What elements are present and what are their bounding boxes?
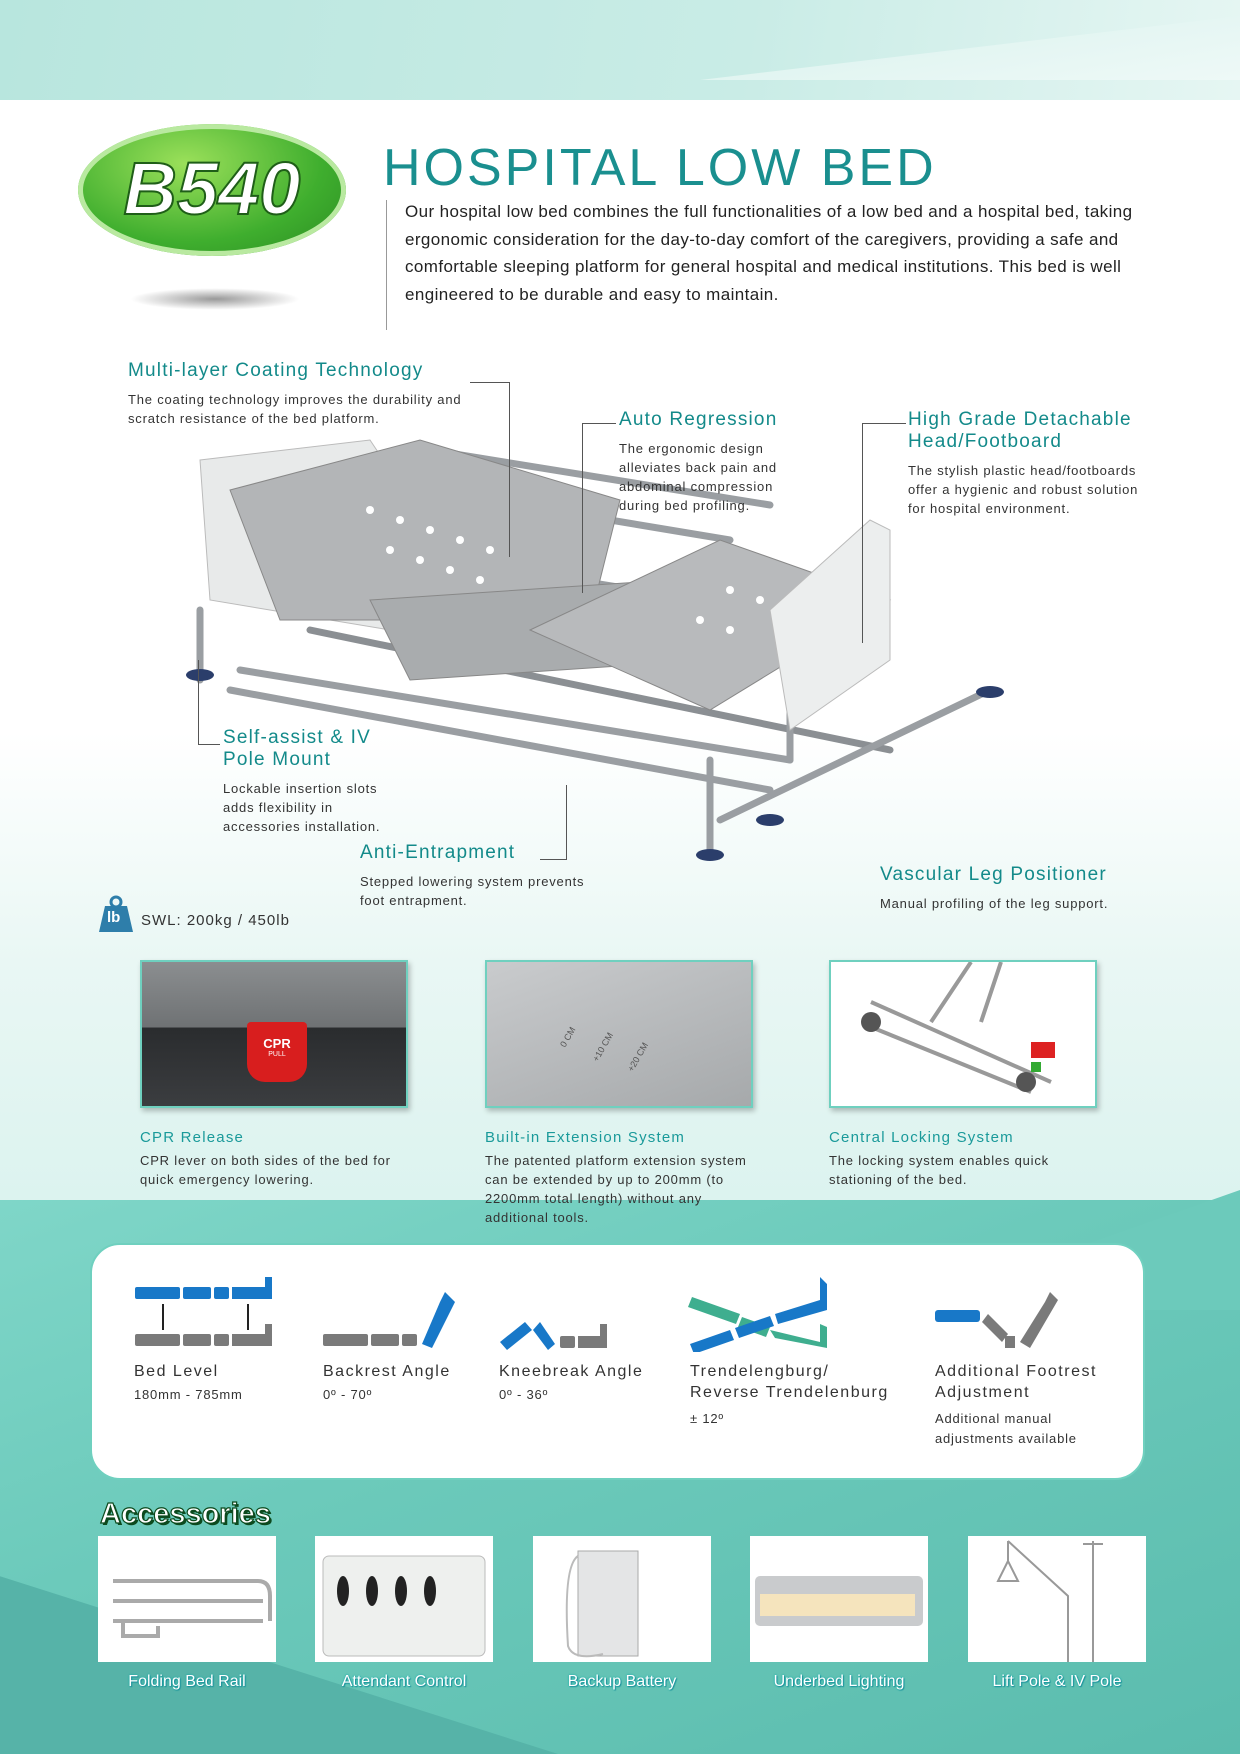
leader-line bbox=[198, 660, 220, 745]
function-kneebreak-angle: Kneebreak Angle 0º - 36º bbox=[499, 1361, 669, 1405]
callout-title: Multi-layer Coating Technology bbox=[128, 360, 424, 381]
extension-system-photo: 0 CM +10 CM +20 CM bbox=[485, 960, 753, 1108]
accessories-heading: Accessories bbox=[99, 1497, 271, 1530]
function-label: Bed Level bbox=[134, 1363, 219, 1380]
model-number: B540 bbox=[123, 146, 302, 231]
callout-desc: The ergonomic design alleviates back pai… bbox=[619, 441, 777, 513]
weight-icon-label: lb bbox=[107, 909, 121, 926]
logo-shadow bbox=[130, 288, 300, 310]
attendant-control-image bbox=[315, 1536, 493, 1662]
function-label: Backrest Angle bbox=[323, 1363, 451, 1380]
extension-mark: 0 CM bbox=[558, 1025, 578, 1049]
page-title: HOSPITAL LOW BED bbox=[383, 139, 937, 197]
leader-line bbox=[540, 785, 567, 860]
callout-title: Auto Regression bbox=[619, 409, 778, 430]
accessory-label: Lift Pole & IV Pole bbox=[992, 1673, 1122, 1690]
footboard bbox=[769, 519, 891, 731]
function-value: 180mm - 785mm bbox=[134, 1387, 243, 1402]
accessory-label: Folding Bed Rail bbox=[128, 1673, 246, 1690]
callout-head-footboard: High Grade Detachable Head/Footboard The… bbox=[908, 409, 1168, 518]
function-backrest-angle: Backrest Angle 0º - 70º bbox=[323, 1361, 483, 1405]
function-value: 0º - 70º bbox=[323, 1387, 373, 1402]
function-icons bbox=[135, 1277, 1058, 1352]
leader-line bbox=[470, 382, 510, 557]
backup-battery-image bbox=[533, 1536, 711, 1662]
function-bed-level: Bed Level 180mm - 785mm bbox=[134, 1361, 294, 1405]
callout-title: Self-assist & IV Pole Mount bbox=[223, 727, 372, 770]
model-logo: B540 bbox=[78, 124, 346, 256]
folding-bed-rail-image bbox=[98, 1536, 276, 1662]
bed-illustration bbox=[186, 439, 1004, 861]
callout-title: Anti-Entrapment bbox=[360, 842, 516, 863]
trendelenburg-icon bbox=[688, 1277, 827, 1352]
cpr-lever: CPR PULL bbox=[247, 1022, 307, 1082]
function-value: 0º - 36º bbox=[499, 1387, 549, 1402]
accessory-label: Backup Battery bbox=[567, 1673, 677, 1690]
callout-leg-positioner: Vascular Leg Positioner Manual profiling… bbox=[880, 864, 1180, 913]
cpr-release-photo: CPR PULL bbox=[140, 960, 408, 1108]
accessory-label: Underbed Lighting bbox=[773, 1673, 905, 1690]
function-value: Additional manual adjustments available bbox=[935, 1411, 1077, 1446]
backrest-angle-icon bbox=[323, 1292, 455, 1348]
extension-mark: +10 CM bbox=[590, 1030, 616, 1064]
feature-desc: The patented platform extension system c… bbox=[485, 1153, 747, 1225]
callout-iv-pole-mount: Self-assist & IV Pole Mount Lockable ins… bbox=[223, 727, 403, 836]
leader-line bbox=[582, 423, 616, 593]
callout-desc: The coating technology improves the dura… bbox=[128, 392, 462, 426]
callout-desc: Lockable insertion slots adds flexibilit… bbox=[223, 781, 381, 834]
feature-cpr-release: CPR Release CPR lever on both sides of t… bbox=[140, 1129, 440, 1189]
lift-pole-iv-pole-image bbox=[968, 1536, 1146, 1662]
divider bbox=[386, 200, 387, 330]
callout-desc: The stylish plastic head/footboards offe… bbox=[908, 463, 1139, 516]
callout-anti-entrapment: Anti-Entrapment Stepped lowering system … bbox=[360, 842, 620, 910]
extension-mark: +20 CM bbox=[625, 1040, 651, 1074]
callout-title: Vascular Leg Positioner bbox=[880, 864, 1107, 885]
cpr-pull-label: PULL bbox=[268, 1051, 286, 1058]
central-locking-photo bbox=[829, 960, 1097, 1108]
function-label: Additional Footrest Adjustment bbox=[935, 1363, 1097, 1401]
callout-title: High Grade Detachable Head/Footboard bbox=[908, 409, 1132, 452]
callout-desc: Stepped lowering system prevents foot en… bbox=[360, 874, 585, 908]
safe-working-load: SWL: 200kg / 450lb bbox=[141, 912, 290, 929]
backrest-section bbox=[229, 439, 621, 621]
function-footrest-adjustment: Additional Footrest Adjustment Additiona… bbox=[935, 1361, 1115, 1449]
feature-central-locking: Central Locking System The locking syste… bbox=[829, 1129, 1129, 1189]
feature-desc: CPR lever on both sides of the bed for q… bbox=[140, 1153, 391, 1187]
underbed-lighting-image bbox=[750, 1536, 928, 1662]
casters bbox=[186, 669, 1004, 861]
feature-title: CPR Release bbox=[140, 1129, 245, 1146]
cpr-label: CPR bbox=[263, 1036, 291, 1051]
feature-extension-system: Built-in Extension System The patented p… bbox=[485, 1129, 785, 1227]
feature-title: Central Locking System bbox=[829, 1129, 1014, 1146]
feature-desc: The locking system enables quick station… bbox=[829, 1153, 1049, 1187]
callout-coating: Multi-layer Coating Technology The coati… bbox=[128, 360, 498, 428]
footrest-adjustment-icon bbox=[935, 1292, 1058, 1348]
callout-desc: Manual profiling of the leg support. bbox=[880, 896, 1109, 911]
bed-level-icon bbox=[135, 1277, 272, 1299]
function-trendelenburg: Trendelengburg/ Reverse Trendelenburg ± … bbox=[690, 1361, 900, 1429]
intro-text: Our hospital low bed combines the full f… bbox=[405, 202, 1133, 304]
weight-icon: lb bbox=[97, 894, 135, 934]
function-label: Trendelengburg/ Reverse Trendelenburg bbox=[690, 1363, 889, 1401]
kneebreak-angle-icon bbox=[500, 1322, 607, 1350]
function-label: Kneebreak Angle bbox=[499, 1363, 644, 1380]
function-value: ± 12º bbox=[690, 1411, 724, 1426]
accessory-label: Attendant Control bbox=[341, 1673, 467, 1690]
leader-line bbox=[862, 423, 906, 643]
feature-title: Built-in Extension System bbox=[485, 1129, 686, 1146]
callout-auto-regression: Auto Regression The ergonomic design all… bbox=[619, 409, 819, 515]
